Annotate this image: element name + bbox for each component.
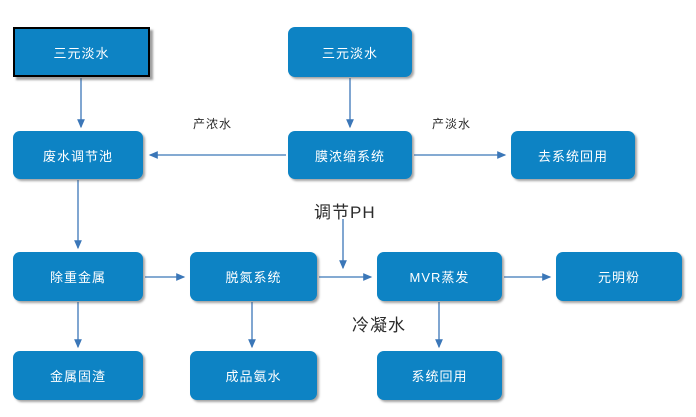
edge-label-channongshui: 产浓水: [193, 117, 233, 131]
node-label: 膜浓缩系统: [314, 148, 385, 164]
node-label: 除重金属: [49, 270, 106, 285]
node-label: 成品氨水: [225, 369, 282, 384]
edge-label-chandanshui: 产淡水: [432, 117, 472, 131]
node-mvr-zhengfa[interactable]: MVR蒸发: [377, 252, 502, 301]
node-tuodanxitong[interactable]: 脱氮系统: [190, 252, 317, 301]
node-quxitonghuiyong[interactable]: 去系统回用: [511, 131, 635, 179]
node-label: 脱氮系统: [225, 270, 282, 285]
node-label: 元明粉: [597, 270, 640, 285]
node-label: 金属固渣: [49, 369, 106, 384]
edge-label-lengningshui: 冷凝水: [352, 316, 406, 335]
node-label: 三元淡水: [53, 45, 110, 61]
node-xitonghuiyong[interactable]: 系统回用: [377, 351, 502, 400]
node-label: 三元淡水: [321, 45, 378, 61]
edge-label-tiaojieph: 调节PH: [314, 203, 376, 222]
node-jinshuguzha[interactable]: 金属固渣: [13, 351, 143, 400]
node-label: 废水调节池: [42, 148, 113, 164]
node-yuanmingfen[interactable]: 元明粉: [556, 252, 682, 301]
node-chuzhongjinshu[interactable]: 除重金属: [13, 252, 143, 301]
node-label: 系统回用: [411, 369, 468, 384]
node-monongsuoxitong[interactable]: 膜浓缩系统: [288, 131, 412, 179]
node-sanyuandanshui-left[interactable]: 三元淡水: [13, 27, 150, 77]
node-sanyuandanshui-right[interactable]: 三元淡水: [288, 27, 412, 77]
node-chengpinanshui[interactable]: 成品氨水: [190, 351, 317, 400]
node-label: 去系统回用: [537, 148, 608, 164]
node-label: MVR蒸发: [409, 270, 470, 285]
node-feishuitiaojiechi[interactable]: 废水调节池: [13, 131, 143, 179]
